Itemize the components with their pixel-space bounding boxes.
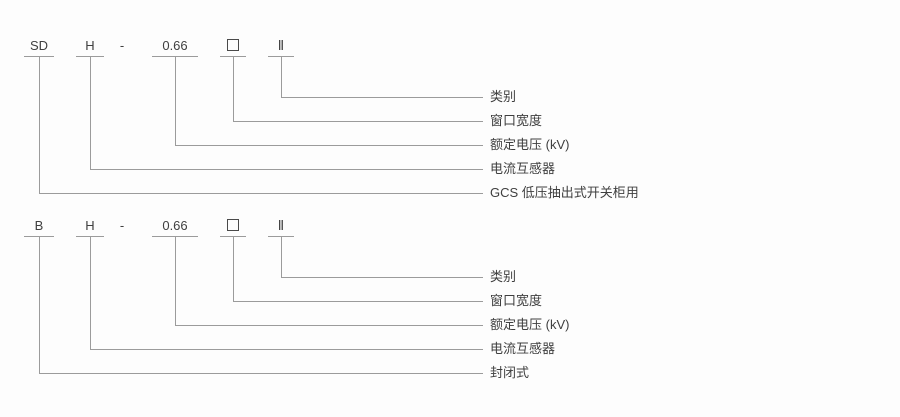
connector-line bbox=[281, 57, 282, 97]
label-window-width: 窗口宽度 bbox=[490, 293, 543, 308]
model-prefix-token: SD bbox=[24, 36, 54, 57]
label-enclosure-type: 封闭式 bbox=[490, 365, 530, 380]
label-category: 类别 bbox=[490, 89, 517, 104]
label-rated-voltage: 额定电压 (kV) bbox=[490, 137, 570, 152]
rated-voltage-token: 0.66 bbox=[152, 36, 198, 57]
model-prefix-token: B bbox=[24, 216, 54, 237]
label-current-transformer: 电流互感器 bbox=[490, 341, 556, 356]
connector-line bbox=[233, 121, 483, 122]
connector-line bbox=[90, 57, 91, 169]
connector-line bbox=[175, 145, 483, 146]
label-category: 类别 bbox=[490, 269, 517, 284]
placeholder-square-icon bbox=[227, 219, 239, 232]
connector-line bbox=[39, 237, 40, 373]
connector-line bbox=[175, 325, 483, 326]
connector-line bbox=[175, 57, 176, 145]
model-code-diagram-bottom: B H - 0.66 Ⅱ 类别 窗口宽度 额定电压 (kV) 电流互感器 封闭式 bbox=[0, 180, 900, 390]
label-application: GCS 低压抽出式开关柜用 bbox=[490, 185, 639, 200]
label-current-transformer: 电流互感器 bbox=[490, 161, 556, 176]
window-width-placeholder bbox=[220, 216, 246, 237]
transformer-type-token: H bbox=[76, 216, 104, 237]
category-token: Ⅱ bbox=[268, 36, 294, 57]
model-code-diagram-top: SD H - 0.66 Ⅱ 类别 窗口宽度 额定电压 (kV) 电流互感器 GC… bbox=[24, 36, 639, 200]
connector-line bbox=[90, 169, 483, 170]
transformer-type-token: H bbox=[76, 36, 104, 57]
connector-line bbox=[90, 349, 483, 350]
connector-line bbox=[175, 237, 176, 325]
connector-line bbox=[281, 277, 483, 278]
connector-line bbox=[39, 373, 483, 374]
placeholder-square-icon bbox=[227, 39, 239, 52]
connector-line bbox=[281, 97, 483, 98]
connector-line bbox=[281, 237, 282, 277]
connector-line bbox=[233, 57, 234, 121]
rated-voltage-token: 0.66 bbox=[152, 216, 198, 237]
label-rated-voltage: 额定电压 (kV) bbox=[490, 317, 570, 332]
connector-line bbox=[39, 193, 483, 194]
separator-dash: - bbox=[119, 38, 125, 53]
connector-line bbox=[233, 237, 234, 301]
window-width-placeholder bbox=[220, 36, 246, 57]
connector-line bbox=[90, 237, 91, 349]
connector-line bbox=[39, 57, 40, 193]
separator-dash: - bbox=[119, 218, 125, 233]
label-window-width: 窗口宽度 bbox=[490, 113, 543, 128]
connector-line bbox=[233, 301, 483, 302]
category-token: Ⅱ bbox=[268, 216, 294, 237]
